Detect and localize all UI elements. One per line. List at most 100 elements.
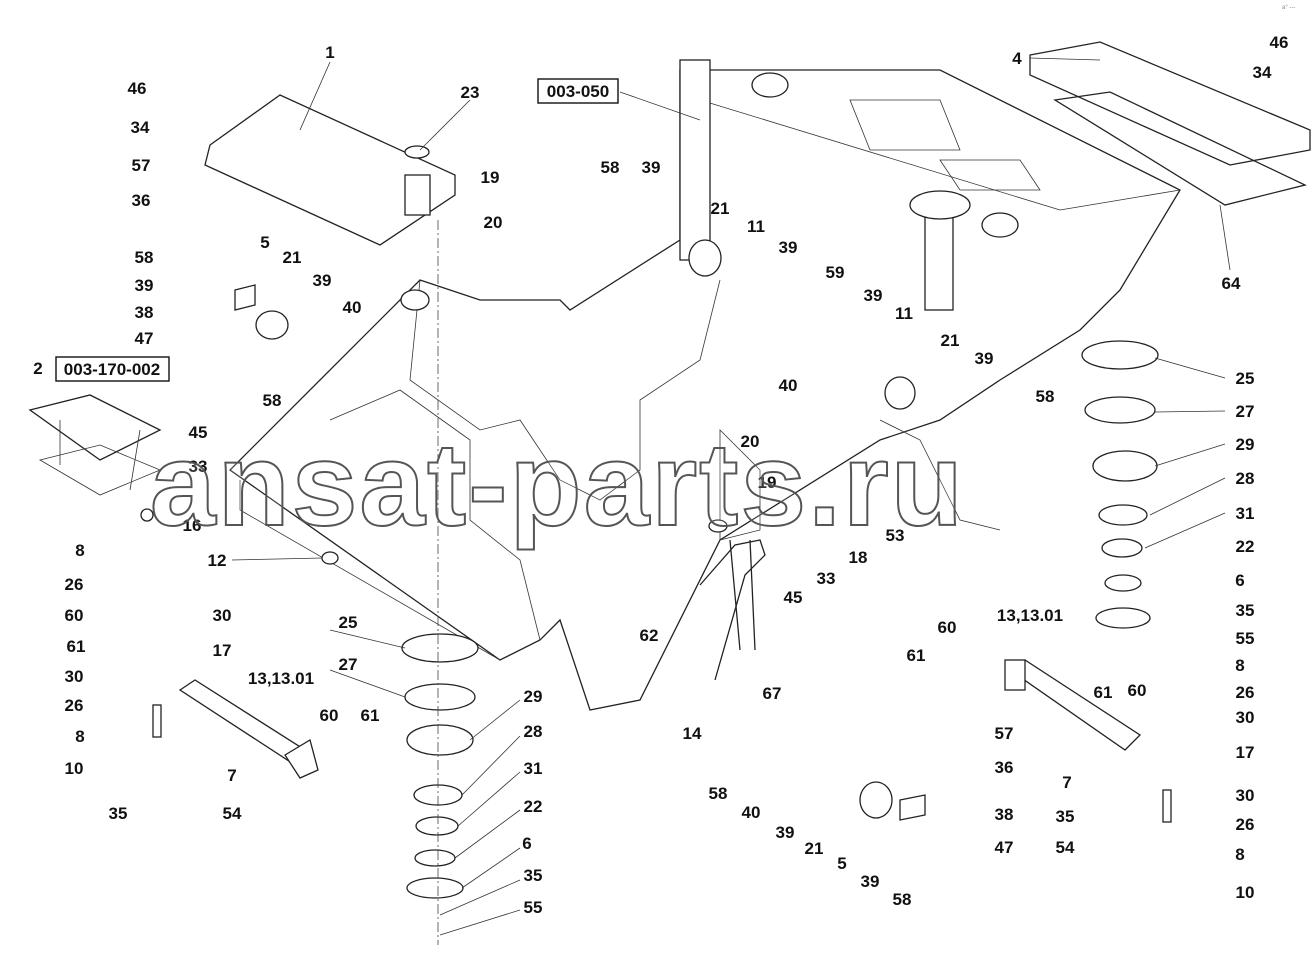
part-number-label[interactable]: 23 [461,83,480,102]
part-number-label[interactable]: 26 [65,575,84,594]
part-number-label[interactable]: 34 [131,118,150,137]
ref-box-003-170-002[interactable]: 003-170-002 [55,356,170,382]
part-number-label[interactable]: 40 [742,803,761,822]
part-number-label[interactable]: 58 [263,391,282,410]
part-number-label[interactable]: 21 [711,199,730,218]
ref-003-050[interactable]: 003-050 [547,82,609,101]
part-number-label[interactable]: 61 [1094,683,1113,702]
part-number-label[interactable]: 29 [524,687,543,706]
part-number-label[interactable]: 45 [189,423,208,442]
part-number-label[interactable]: 8 [75,541,84,560]
part-number-label[interactable]: 60 [320,706,339,725]
part-number-label[interactable]: 30 [213,606,232,625]
part-number-label[interactable]: 13,13.01 [248,669,314,688]
part-number-label[interactable]: 54 [223,804,242,823]
part-number-label[interactable]: 38 [995,805,1014,824]
part-number-label[interactable]: 2 [33,359,42,378]
part-number-label[interactable]: 47 [135,329,154,348]
part-number-label[interactable]: 27 [1236,402,1255,421]
part-number-label[interactable]: 7 [1062,773,1071,792]
part-number-label[interactable]: 54 [1056,838,1075,857]
part-number-label[interactable]: 30 [65,667,84,686]
part-number-label[interactable]: 34 [1253,63,1272,82]
part-number-label[interactable]: 35 [1056,807,1075,826]
part-number-label[interactable]: 58 [893,890,912,909]
part-number-label[interactable]: 60 [1128,681,1147,700]
part-number-label[interactable]: 21 [941,331,960,350]
part-number-label[interactable]: 58 [709,784,728,803]
part-number-label[interactable]: 13,13.01 [997,606,1063,625]
part-number-label[interactable]: 25 [1236,369,1255,388]
part-number-label[interactable]: 1 [325,43,334,62]
part-number-label[interactable]: 20 [741,432,760,451]
part-number-label[interactable]: 61 [67,637,86,656]
part-number-label[interactable]: 8 [1235,656,1244,675]
part-number-label[interactable]: 39 [642,158,661,177]
part-number-label[interactable]: 60 [65,606,84,625]
part-number-label[interactable]: 12 [208,551,227,570]
part-number-label[interactable]: 27 [339,655,358,674]
part-number-label[interactable]: 53 [886,526,905,545]
part-number-label[interactable]: 19 [481,168,500,187]
part-number-label[interactable]: 39 [779,238,798,257]
ref-003-170-002[interactable]: 003-170-002 [64,360,160,379]
part-number-label[interactable]: 28 [1236,469,1255,488]
part-number-label[interactable]: 30 [1236,708,1255,727]
part-number-label[interactable]: 33 [817,569,836,588]
part-number-label[interactable]: 36 [995,758,1014,777]
part-number-label[interactable]: 61 [907,646,926,665]
part-number-label[interactable]: 39 [861,872,880,891]
part-number-label[interactable]: 62 [640,626,659,645]
part-number-label[interactable]: 21 [283,248,302,267]
part-number-label[interactable]: 6 [1235,571,1244,590]
part-number-label[interactable]: 16 [183,516,202,535]
part-number-label[interactable]: 33 [189,457,208,476]
part-number-label[interactable]: 46 [1270,33,1289,52]
part-number-label[interactable]: 8 [1235,845,1244,864]
part-number-label[interactable]: 25 [339,613,358,632]
part-number-label[interactable]: 58 [135,248,154,267]
part-number-label[interactable]: 55 [524,898,543,917]
part-number-label[interactable]: 39 [776,823,795,842]
part-number-label[interactable]: 21 [805,839,824,858]
part-number-label[interactable]: 20 [484,213,503,232]
part-number-label[interactable]: 38 [135,303,154,322]
part-number-label[interactable]: 26 [65,696,84,715]
part-number-label[interactable]: 35 [1236,601,1255,620]
part-number-label[interactable]: 67 [763,684,782,703]
part-number-label[interactable]: 39 [975,349,994,368]
part-number-label[interactable]: 39 [313,271,332,290]
part-number-label[interactable]: 31 [524,759,543,778]
part-number-label[interactable]: 58 [601,158,620,177]
part-number-label[interactable]: 4 [1012,49,1022,68]
part-number-label[interactable]: 35 [524,866,543,885]
part-number-label[interactable]: 14 [683,724,702,743]
part-number-label[interactable]: 22 [1236,537,1255,556]
part-number-label[interactable]: 10 [65,759,84,778]
part-number-label[interactable]: 5 [837,854,846,873]
part-number-label[interactable]: 6 [522,834,531,853]
part-number-label[interactable]: 30 [1236,786,1255,805]
part-number-label[interactable]: 26 [1236,815,1255,834]
part-number-label[interactable]: 22 [524,797,543,816]
part-number-label[interactable]: 11 [747,217,765,236]
part-number-label[interactable]: 29 [1236,435,1255,454]
part-number-label[interactable]: 18 [849,548,868,567]
part-number-label[interactable]: 28 [524,722,543,741]
part-number-label[interactable]: 39 [135,276,154,295]
part-number-label[interactable]: 17 [213,641,232,660]
part-number-label[interactable]: 47 [995,838,1014,857]
part-number-label[interactable]: 61 [361,706,380,725]
part-number-label[interactable]: 46 [128,79,147,98]
part-number-label[interactable]: 45 [784,588,803,607]
part-number-label[interactable]: 8 [75,727,84,746]
part-number-label[interactable]: 40 [779,376,798,395]
ref-box-003-050[interactable]: 003-050 [537,78,619,104]
part-number-label[interactable]: 55 [1236,629,1255,648]
part-number-label[interactable]: 60 [938,618,957,637]
part-number-label[interactable]: 35 [109,804,128,823]
part-number-label[interactable]: 64 [1222,274,1241,293]
part-number-label[interactable]: 40 [343,298,362,317]
part-number-label[interactable]: 36 [132,191,151,210]
part-number-label[interactable]: 11 [895,304,913,323]
